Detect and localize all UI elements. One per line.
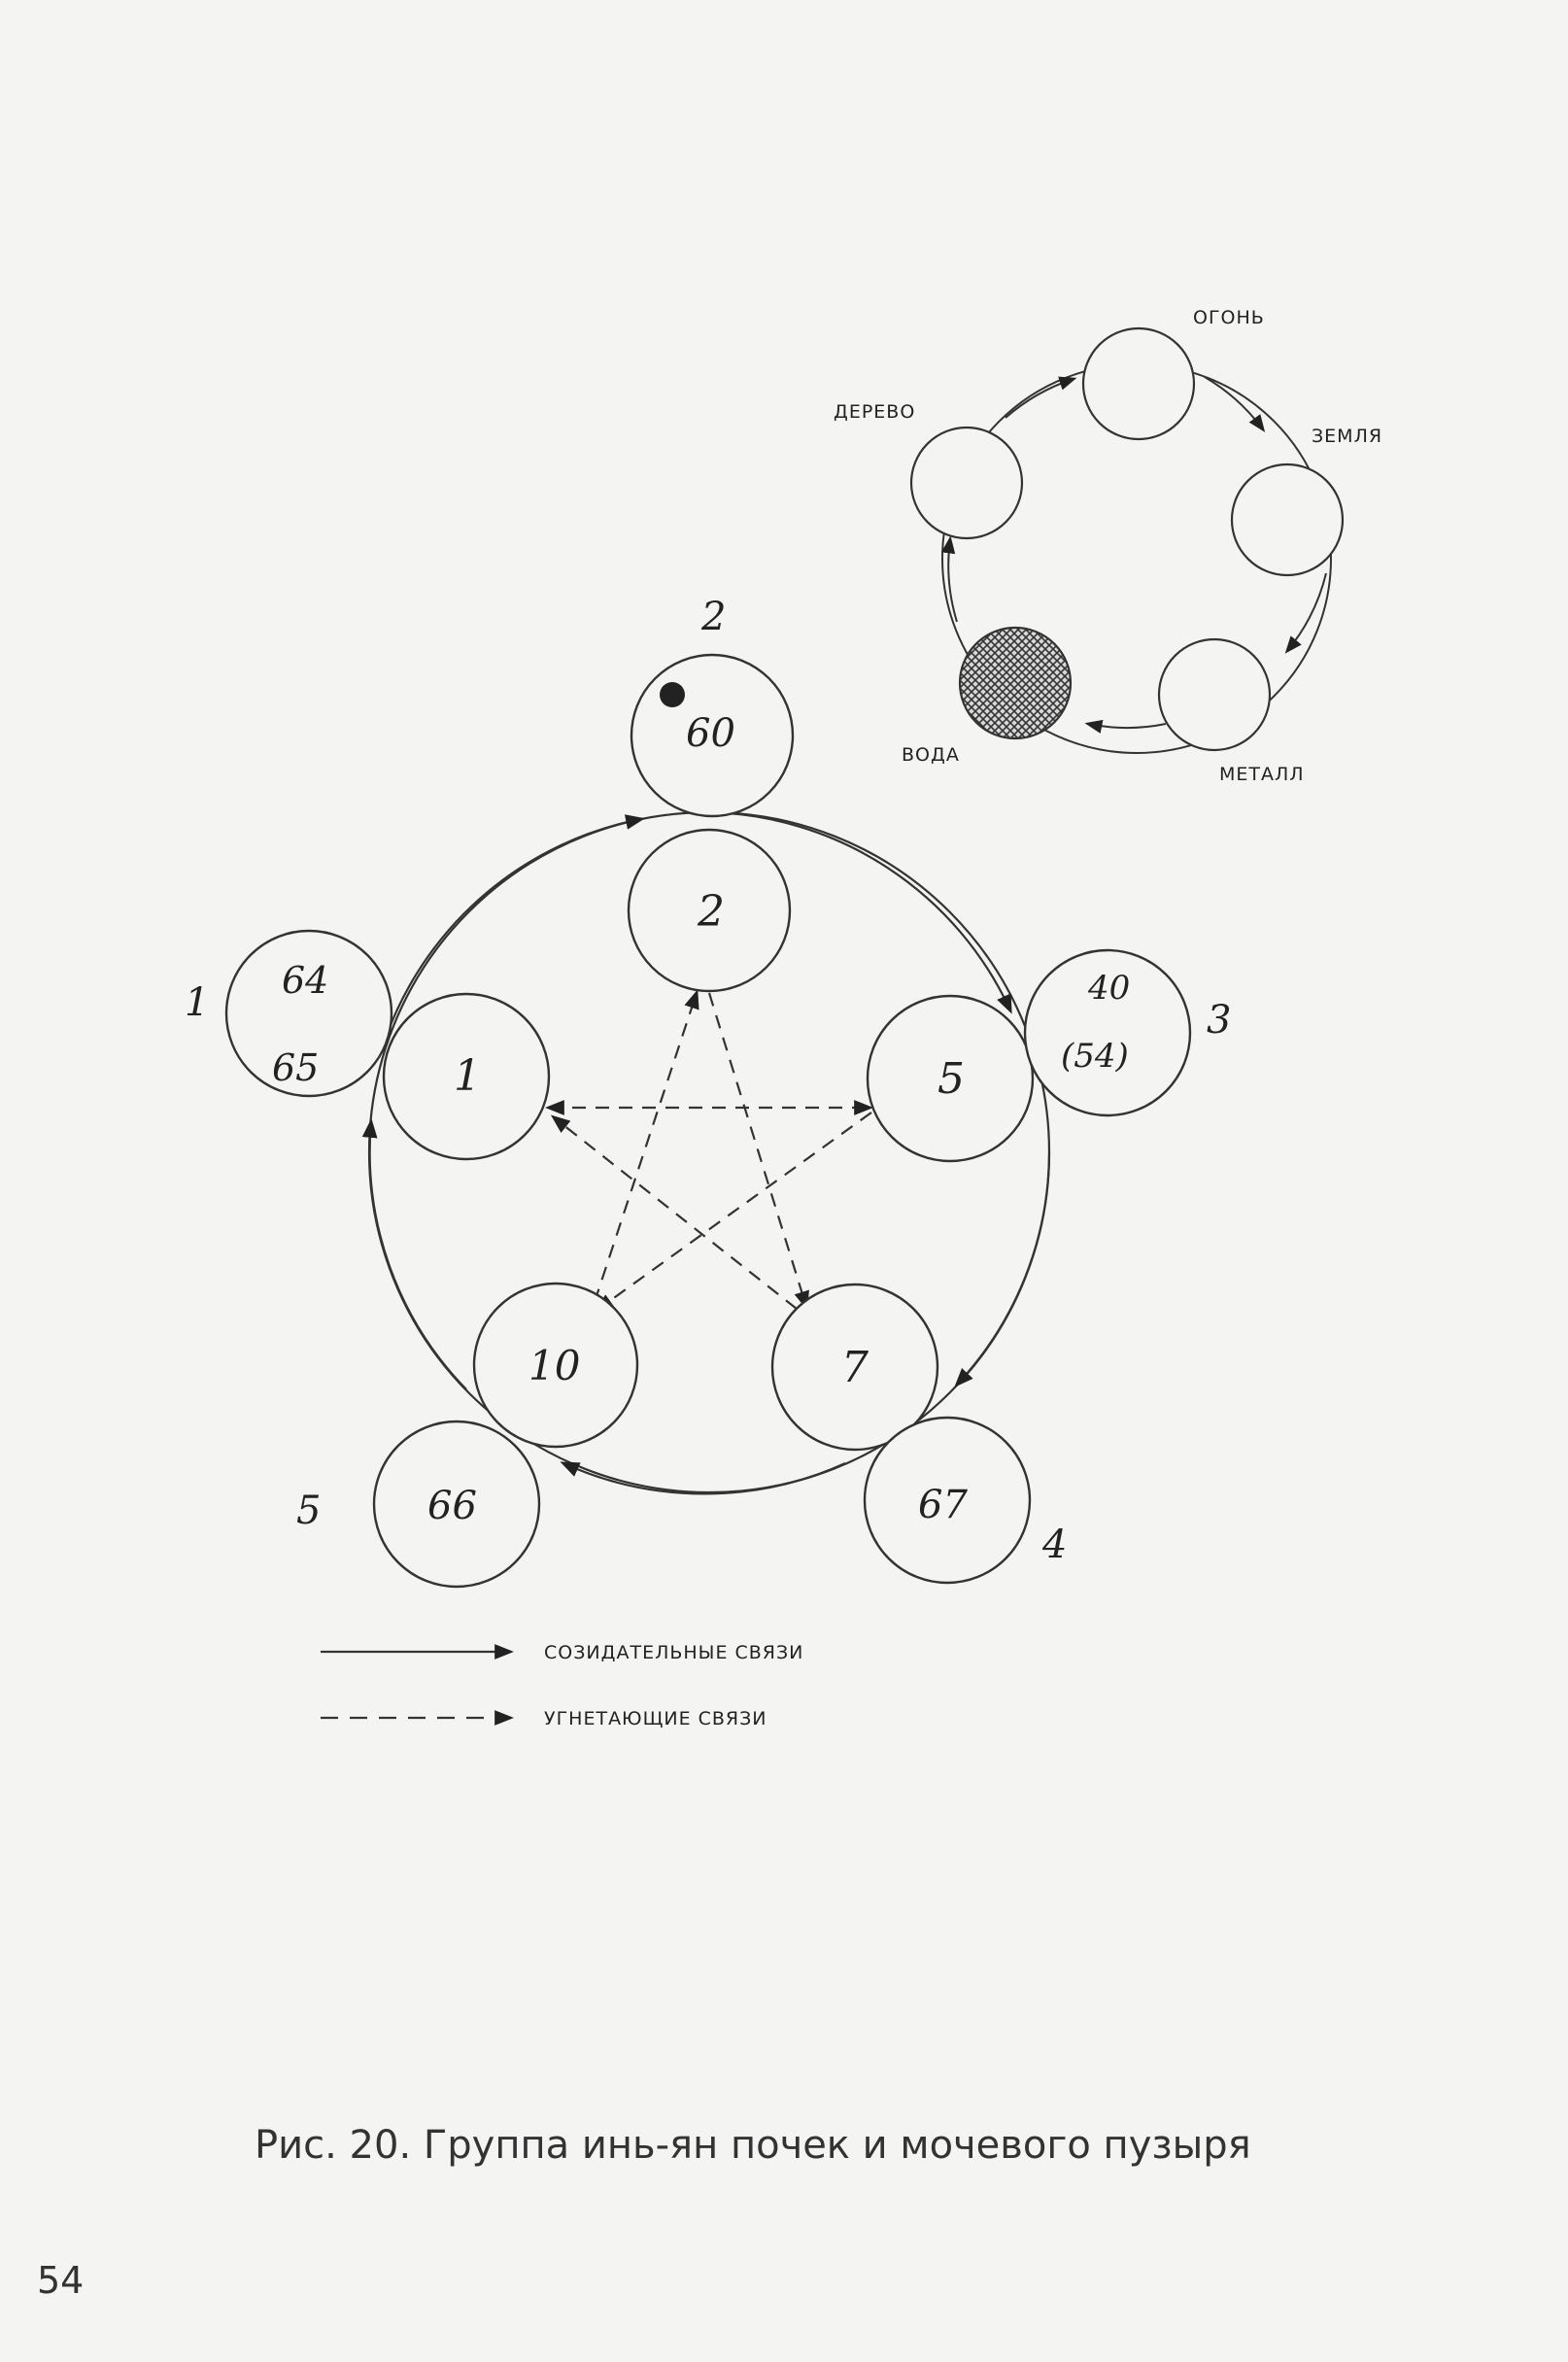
node-7: 7 [770,1283,939,1452]
star-line-5-10 [594,1112,872,1313]
star-line-2-10 [593,989,699,1303]
cycle-arrow-left-top [387,814,645,1031]
star-line-2-7 [707,992,809,1311]
legend: СОЗИДАТЕЛЬНЫЕ СВЯЗИ УГНЕТАЮЩИЕ СВЯЗИ [321,1642,803,1729]
figure-caption: Рис. 20. Группа инь-ян почек и мочевого … [255,2123,1251,2168]
svg-text:40: 40 [1087,969,1130,1008]
legend-suppressive: УГНЕТАЮЩИЕ СВЯЗИ [321,1708,767,1729]
outer-node-left: 64 65 1 [185,929,393,1098]
element-water: ВОДА [902,626,1073,766]
svg-text:65: 65 [272,1046,319,1089]
svg-text:60: 60 [686,711,735,756]
svg-text:2: 2 [697,887,725,937]
svg-text:3: 3 [1207,998,1231,1043]
legend-creative: СОЗИДАТЕЛЬНЫЕ СВЯЗИ [321,1642,803,1663]
svg-text:1: 1 [185,980,209,1025]
node-2: 2 [627,828,792,993]
element-metal: МЕТАЛЛ [1157,637,1305,785]
svg-text:ВОДА: ВОДА [902,744,960,766]
svg-text:(54): (54) [1061,1037,1129,1076]
svg-text:67: 67 [918,1483,968,1527]
dot-marker [660,682,685,707]
svg-text:66: 66 [427,1484,477,1528]
svg-text:СОЗИДАТЕЛЬНЫЕ СВЯЗИ: СОЗИДАТЕЛЬНЫЕ СВЯЗИ [544,1642,803,1663]
svg-text:ДЕРЕВО: ДЕРЕВО [834,401,915,423]
cycle-arrow-top-right [708,810,1012,1014]
outer-node-top: 60 2 [630,595,795,818]
svg-text:2: 2 [700,595,726,639]
svg-text:64: 64 [282,959,328,1002]
elements-cycle: ОГОНЬ ЗЕМЛЯ МЕТАЛЛ ВОДА ДЕРЕВО [834,307,1382,785]
cycle-arrow-left-bottom [361,1118,467,1390]
page-number: 54 [37,2259,85,2302]
node-1: 1 [382,992,551,1161]
svg-text:МЕТАЛЛ: МЕТАЛЛ [1219,764,1305,785]
outer-node-bottom-right: 67 4 [863,1416,1067,1585]
suppressive-star [545,989,873,1313]
star-line-7-1 [550,1114,798,1310]
cycle-arrow-bottom [560,1461,846,1495]
node-5: 5 [866,994,1035,1163]
svg-text:1: 1 [454,1051,481,1101]
outer-node-right: 40 (54) 3 [1023,948,1231,1117]
svg-text:5: 5 [937,1054,965,1104]
svg-text:7: 7 [841,1343,869,1392]
cycle-arrow-right-bottom [954,1151,1051,1387]
svg-text:5: 5 [296,1489,321,1533]
svg-text:ЗЕМЛЯ: ЗЕМЛЯ [1312,426,1382,447]
svg-text:УГНЕТАЮЩИЕ СВЯЗИ: УГНЕТАЮЩИЕ СВЯЗИ [544,1708,767,1729]
svg-text:ОГОНЬ: ОГОНЬ [1193,307,1265,328]
node-10: 10 [472,1282,639,1449]
element-wood: ДЕРЕВО [834,401,1024,540]
element-fire: ОГОНЬ [1081,307,1265,441]
svg-text:4: 4 [1041,1523,1067,1567]
svg-text:10: 10 [528,1342,580,1389]
outer-node-bottom-left: 66 5 [296,1420,541,1589]
element-earth: ЗЕМЛЯ [1230,426,1382,577]
